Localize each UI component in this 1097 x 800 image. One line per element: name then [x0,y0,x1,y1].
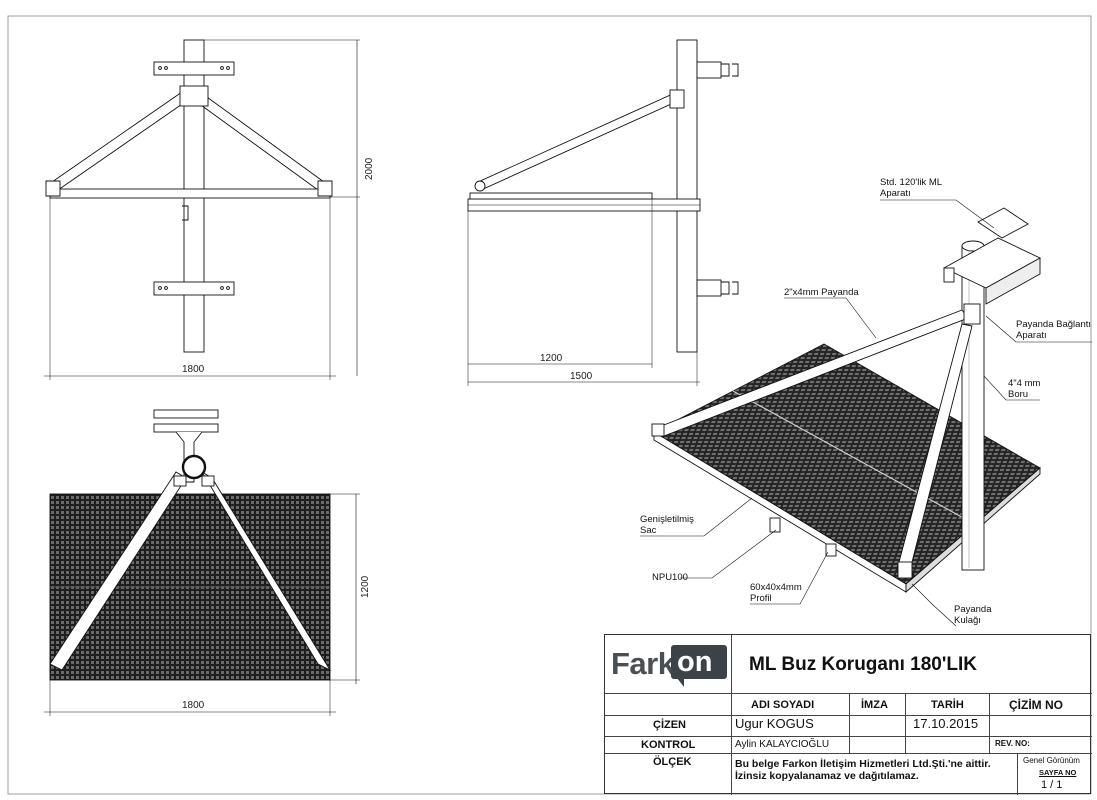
front-beam [49,188,331,199]
check-name: Aylin KALAYCIOĞLU [735,739,830,750]
copy-restriction-notice: İzinsiz kopyalanamaz ve dağıtılamaz. [735,770,919,782]
front-height-dim: 2000 [364,157,375,180]
check-label: KONTROL [641,739,696,751]
drawing-title: ML Buz Koruganı 180'LIK [749,654,977,675]
tb-divider [605,693,1092,694]
front-width-dim: 1800 [182,364,205,375]
tb-divider [731,694,732,795]
callout-npu: NPU100 [652,572,688,583]
drawn-label: ÇİZEN [653,719,686,731]
drawn-date: 17.10.2015 [913,716,979,731]
tb-divider [849,694,850,753]
ownership-notice: Bu belge Farkon İletişim Hizmetleri Ltd.… [735,758,991,770]
view-label: Genel Görünüm [1023,756,1080,765]
side-view [467,39,739,386]
isometric-view [640,199,1092,627]
page-label: SAYFA NO [1039,768,1077,777]
logo-speech-box [671,645,727,679]
front-bracket-bottom [153,281,235,296]
tb-divider [989,694,990,753]
logo-text: Fark [611,646,675,681]
header-drawing-no: ÇİZİM NO [1009,698,1063,712]
side-outer-dim: 1500 [570,371,593,382]
sheet-border [7,15,1092,795]
logo-speech-tail [677,678,684,687]
top-width-dim: 1800 [182,700,205,711]
front-view [44,39,360,380]
side-pole [676,39,698,353]
title-block: Fark on ML Buz Koruganı 180'LIK ADI SOYA… [604,634,1092,795]
company-logo: Fark on [611,641,729,689]
tb-divider [1017,753,1018,795]
tb-divider [605,715,1092,716]
header-signature: İMZA [861,699,888,711]
side-inner-dim: 1200 [540,353,563,364]
tb-divider [605,736,1092,737]
drawn-name: Ugur KOGUS [735,716,814,731]
page-value: 1 / 1 [1041,779,1063,791]
tb-divider [731,635,732,737]
rev-label: REV. NO: [995,739,1030,748]
tb-divider [905,694,906,753]
callout-brace: 2"x4mm Payanda [784,287,859,298]
header-name: ADI SOYADI [751,699,815,711]
top-view [44,409,360,716]
iso-pole [961,245,985,571]
logo-text-on: on [677,646,713,678]
front-brace-left [51,91,189,191]
tb-divider [605,753,1092,754]
side-brace [477,91,681,191]
front-bracket-top [153,61,235,76]
front-brace-right [193,91,325,191]
top-pole [181,454,207,480]
scale-label: ÖLÇEK [653,756,692,768]
header-date: TARİH [931,699,964,711]
top-depth-dim: 1200 [360,575,371,598]
